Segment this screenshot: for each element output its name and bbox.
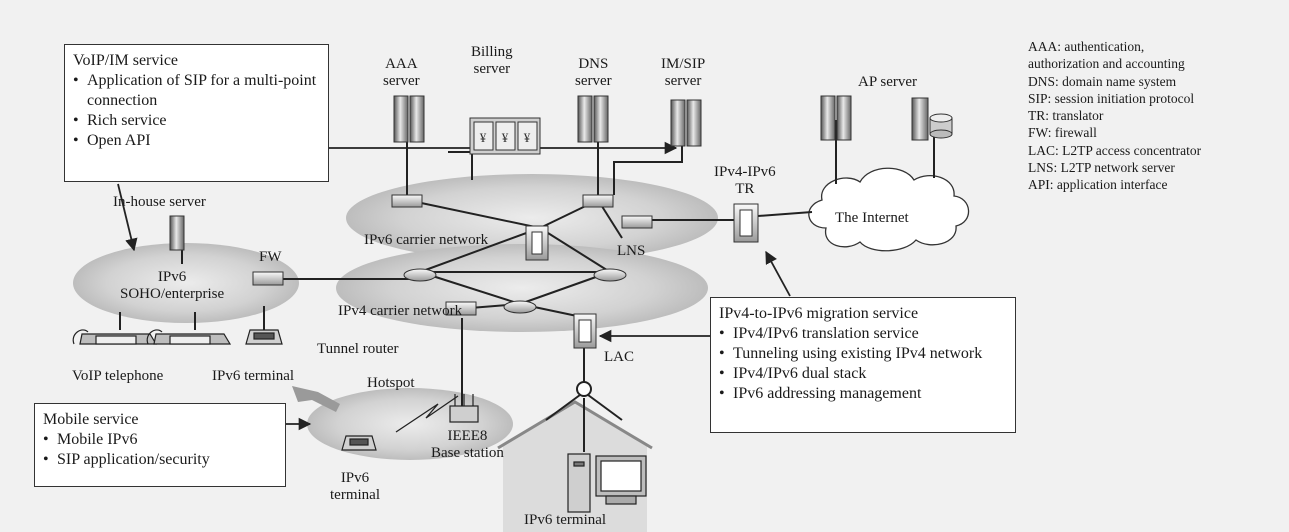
voip-telephone-icons	[72, 329, 232, 345]
ap-server-label: AP server	[858, 74, 918, 90]
billing-server-icon: ¥ ¥ ¥	[469, 117, 541, 155]
ipv4-carrier-network-label: IPv4 carrier network	[338, 303, 463, 319]
splitter-node	[576, 381, 592, 397]
legend-item: FW: firewall	[1028, 125, 1097, 141]
ipv6-carrier-network-cloud	[346, 174, 718, 262]
mobile-service-box: Mobile service Mobile IPv6 SIP applicati…	[34, 403, 286, 487]
billing-server-label: Billing server	[471, 44, 513, 77]
soho-enterprise-label: IPv6 SOHO/enterprise	[120, 269, 225, 302]
legend-item: TR: translator	[1028, 108, 1104, 124]
voip-to-soho-arrow	[117, 183, 138, 252]
aaa-server-label: AAA server	[383, 56, 420, 89]
switch-icons	[252, 194, 653, 316]
ipv6-carrier-network-label: IPv6 carrier network	[364, 232, 489, 248]
list-item: Rich service	[73, 111, 320, 131]
laptop-icons	[245, 329, 377, 451]
legend-item: AAA: authentication,	[1028, 39, 1145, 54]
legend-item: LAC: L2TP access concentrator	[1028, 142, 1202, 158]
list-item: IPv6 addressing management	[719, 384, 1007, 404]
translator-label: IPv4-IPv6 TR	[714, 164, 776, 197]
network-links	[119, 120, 935, 452]
migration-service-box: IPv4-to-IPv6 migration service IPv4/IPv6…	[710, 297, 1016, 433]
list-item: IPv4/IPv6 dual stack	[719, 364, 1007, 384]
list-item: Open API	[73, 131, 320, 151]
imsip-server-label: IM/SIP server	[661, 56, 706, 89]
migration-service-title: IPv4-to-IPv6 migration service	[719, 305, 919, 322]
list-item: Tunneling using existing IPv4 network	[719, 344, 1007, 364]
ipv4-carrier-network-cloud	[336, 244, 708, 332]
voip-im-service-list: Application of SIP for a multi-point con…	[73, 71, 320, 151]
list-item: IPv4/IPv6 translation service	[719, 324, 1007, 344]
legend-item: LNS: L2TP network server	[1028, 160, 1175, 176]
svg-text:¥: ¥	[524, 130, 531, 145]
mobile-service-list: Mobile IPv6 SIP application/security	[43, 430, 277, 470]
lac-label: LAC	[604, 349, 634, 365]
legend-item: DNS: domain name system	[1028, 73, 1177, 89]
svg-text:¥: ¥	[502, 130, 509, 145]
home-roof-line	[497, 400, 653, 450]
legend-item: SIP: session initiation protocol	[1028, 90, 1195, 106]
ipv6-terminal-office-label: IPv6 terminal	[212, 368, 295, 384]
legend-item: API: application interface	[1028, 177, 1168, 193]
voip-im-service-box: VoIP/IM service Application of SIP for a…	[64, 44, 329, 182]
soho-enterprise-cloud	[73, 243, 299, 323]
legend-item: authorization and accounting	[1028, 56, 1185, 72]
voip-im-service-title: VoIP/IM service	[73, 52, 179, 69]
migration-to-tr-arrow	[765, 250, 791, 297]
lns-label: LNS	[617, 243, 646, 259]
base-station-label: IEEE8 Base station	[431, 428, 504, 461]
hotspot-highlight-arrow	[292, 386, 340, 412]
wireless-link	[395, 395, 459, 433]
list-item: SIP application/security	[43, 450, 277, 470]
dns-server-label: DNS server	[575, 56, 612, 89]
abbreviation-legend: AAA: authentication, authorization and a…	[1028, 38, 1201, 194]
core-device-icons	[525, 203, 759, 349]
inhouse-server-label: In-house server	[113, 194, 206, 210]
hotspot-label: Hotspot	[367, 375, 415, 391]
migration-service-list: IPv4/IPv6 translation service Tunneling …	[719, 324, 1007, 404]
list-item: Application of SIP for a multi-point con…	[73, 71, 320, 111]
base-station-icon	[449, 394, 479, 423]
tunnel-router-label: Tunnel router	[317, 341, 399, 357]
internet-label: The Internet	[835, 210, 909, 226]
home-pc-icon	[567, 453, 647, 513]
firewall-label: FW	[259, 249, 282, 265]
mobile-service-title: Mobile service	[43, 411, 139, 428]
svg-text:¥: ¥	[480, 130, 487, 145]
server-icons	[169, 95, 929, 251]
router-icons	[403, 268, 627, 314]
storage-disk-icon	[929, 113, 953, 139]
ipv6-terminal-mobile-label: IPv6 terminal	[330, 470, 380, 503]
voip-telephone-label: VoIP telephone	[72, 368, 164, 384]
ipv6-terminal-home-label: IPv6 terminal	[524, 512, 607, 528]
internet-cloud	[808, 167, 970, 252]
list-item: Mobile IPv6	[43, 430, 277, 450]
